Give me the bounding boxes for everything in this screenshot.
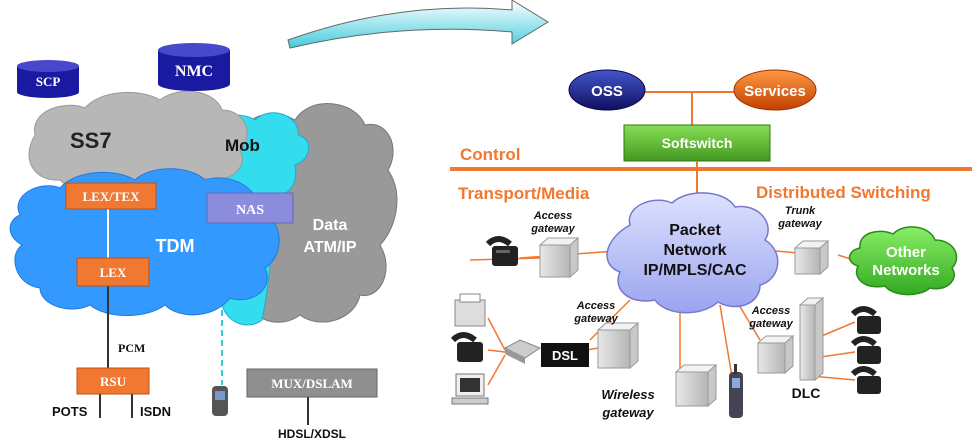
access-gateway-2-line2: gateway [573, 313, 618, 325]
oss-node [568, 69, 646, 111]
nmc-database-icon [158, 43, 230, 91]
hdsl-label: HDSL/XDSL [278, 427, 346, 441]
services-label: Services [744, 83, 806, 100]
packet-label-line2: Network [663, 242, 726, 259]
scp-database-icon [17, 60, 79, 98]
isdn-label: ISDN [140, 404, 171, 419]
access-gateway-1-line1: Access [533, 210, 573, 222]
other-networks-cloud [848, 226, 958, 296]
distributed-label: Distributed Switching [756, 183, 931, 202]
mux-dslam-box [246, 368, 378, 398]
rsu-unit [76, 367, 150, 395]
ss7-label: SS7 [70, 128, 112, 153]
trunk-gateway-line2: gateway [777, 218, 822, 230]
other-networks-label-line2: Networks [872, 262, 940, 279]
mux-dslam-label: MUX/DSLAM [271, 376, 353, 391]
transition-arrow-icon [287, 0, 549, 49]
dsl-label: DSL [552, 348, 578, 363]
tdm-label: TDM [156, 236, 195, 256]
telephone-icon [485, 236, 518, 266]
softswitch-label: Softswitch [662, 135, 733, 151]
other-networks-label-line1: Other [886, 244, 926, 261]
access-gateway-1 [538, 236, 580, 279]
wireless-gateway-line2: gateway [601, 405, 654, 420]
packet-label-line3: IP/MPLS/CAC [643, 262, 747, 279]
mobile-phone-icon [212, 386, 228, 416]
dlc-cabinet [798, 296, 825, 382]
dsl-box [541, 343, 589, 367]
packet-label-line1: Packet [669, 222, 721, 239]
nas-label: NAS [236, 203, 264, 218]
pcm-label: PCM [118, 341, 145, 355]
rsu-label: RSU [100, 374, 127, 389]
fax-icon [454, 293, 486, 327]
telephone-icon [850, 336, 881, 364]
services-node [733, 69, 817, 111]
computer-icon [451, 373, 489, 405]
access-gateway-3-line1: Access [751, 305, 791, 317]
data-label-line2: ATM/IP [303, 239, 356, 256]
mobile-phone-icon [729, 364, 743, 418]
oss-label: OSS [591, 83, 623, 100]
access-gateway-1-line2: gateway [530, 223, 575, 235]
ss7-cloud [28, 90, 248, 192]
lex-tex-label: LEX/TEX [82, 189, 140, 204]
wireless-gateway [674, 363, 718, 408]
nmc-label: NMC [175, 63, 213, 80]
telephone-icon [850, 366, 881, 394]
access-gateway-3-line2: gateway [748, 318, 793, 330]
access-gateway-2 [596, 321, 640, 370]
lex-tex-switch [65, 182, 157, 210]
telephone-icon [850, 306, 881, 334]
softswitch-box [623, 124, 771, 162]
scp-label: SCP [36, 74, 61, 89]
nas-box [206, 192, 294, 224]
trunk-gateway [793, 239, 830, 276]
modem-icon [503, 339, 542, 364]
transport-label: Transport/Media [458, 184, 590, 203]
access-gateway-3 [756, 334, 795, 375]
access-gateway-2-line1: Access [576, 300, 616, 312]
dlc-label: DLC [792, 385, 821, 401]
lex-switch [76, 257, 150, 287]
control-label: Control [460, 145, 520, 164]
wireless-gateway-line1: Wireless [601, 387, 654, 402]
telephone-icon [450, 332, 483, 362]
trunk-gateway-line1: Trunk [785, 205, 816, 217]
pots-label: POTS [52, 404, 88, 419]
data-label-line1: Data [313, 217, 348, 234]
lex-label: LEX [100, 265, 127, 280]
mob-label: Mob [225, 136, 260, 155]
packet-network-cloud [606, 192, 779, 314]
